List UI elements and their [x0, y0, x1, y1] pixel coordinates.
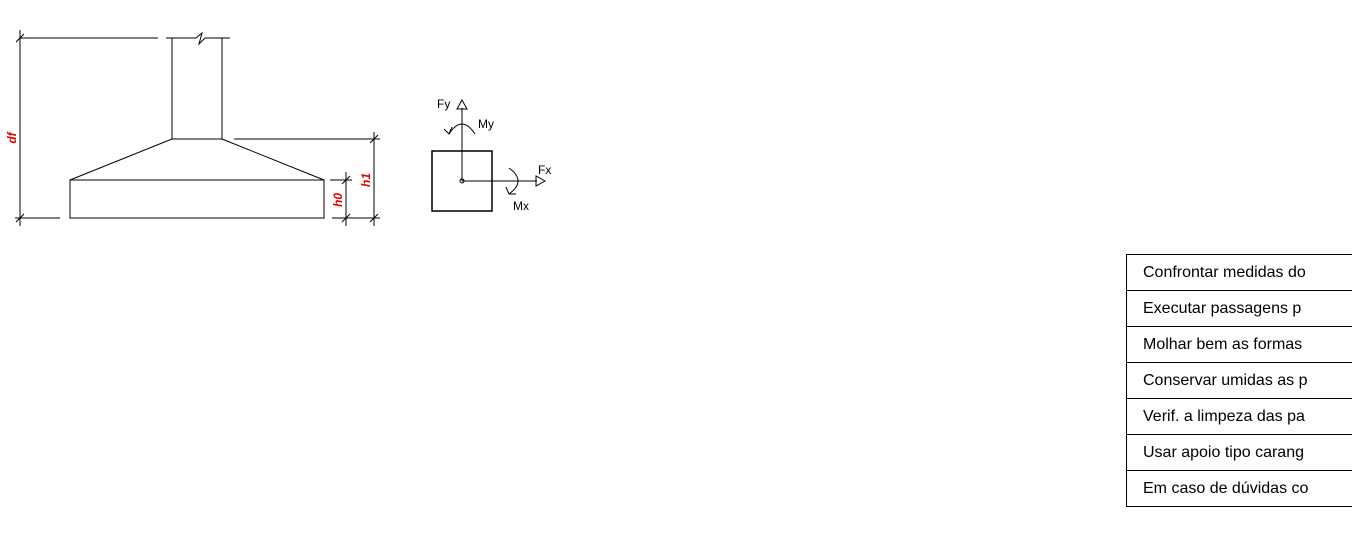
break-line-symbol: [166, 31, 230, 46]
note-row: Verif. a limpeza das pa: [1127, 399, 1352, 435]
note-row: Confrontar medidas do: [1127, 255, 1352, 291]
note-row: Executar passagens p: [1127, 291, 1352, 327]
note-row: Em caso de dúvidas co: [1127, 471, 1352, 507]
footing-section: [15, 30, 380, 226]
fx-arrowhead: [535, 175, 547, 187]
label-my: My: [478, 117, 494, 131]
footing-base: [69, 179, 325, 219]
mx-moment-arrowhead: [505, 186, 516, 195]
label-fx: Fx: [538, 163, 551, 177]
note-row: Usar apoio tipo carang: [1127, 435, 1352, 471]
my-moment-arc: [448, 123, 476, 135]
note-row: Conservar umidas as p: [1127, 363, 1352, 399]
slope-left: [69, 138, 173, 181]
my-moment-arrowhead: [443, 126, 453, 135]
dimension-ticks: [15, 33, 379, 223]
dim-label-h0: h0: [331, 193, 345, 207]
label-fy: Fy: [437, 97, 450, 111]
origin-marker: [459, 178, 465, 184]
label-mx: Mx: [513, 199, 529, 213]
mx-moment-arc: [508, 167, 519, 195]
load-symbol: [431, 98, 547, 212]
notes-table: Confrontar medidas do Executar passagens…: [1126, 254, 1352, 507]
dim-label-h1: h1: [359, 173, 373, 187]
dim-label-df: df: [5, 131, 19, 143]
note-row: Molhar bem as formas: [1127, 327, 1352, 363]
fy-arrowhead: [456, 98, 468, 110]
slope-right: [221, 138, 325, 181]
